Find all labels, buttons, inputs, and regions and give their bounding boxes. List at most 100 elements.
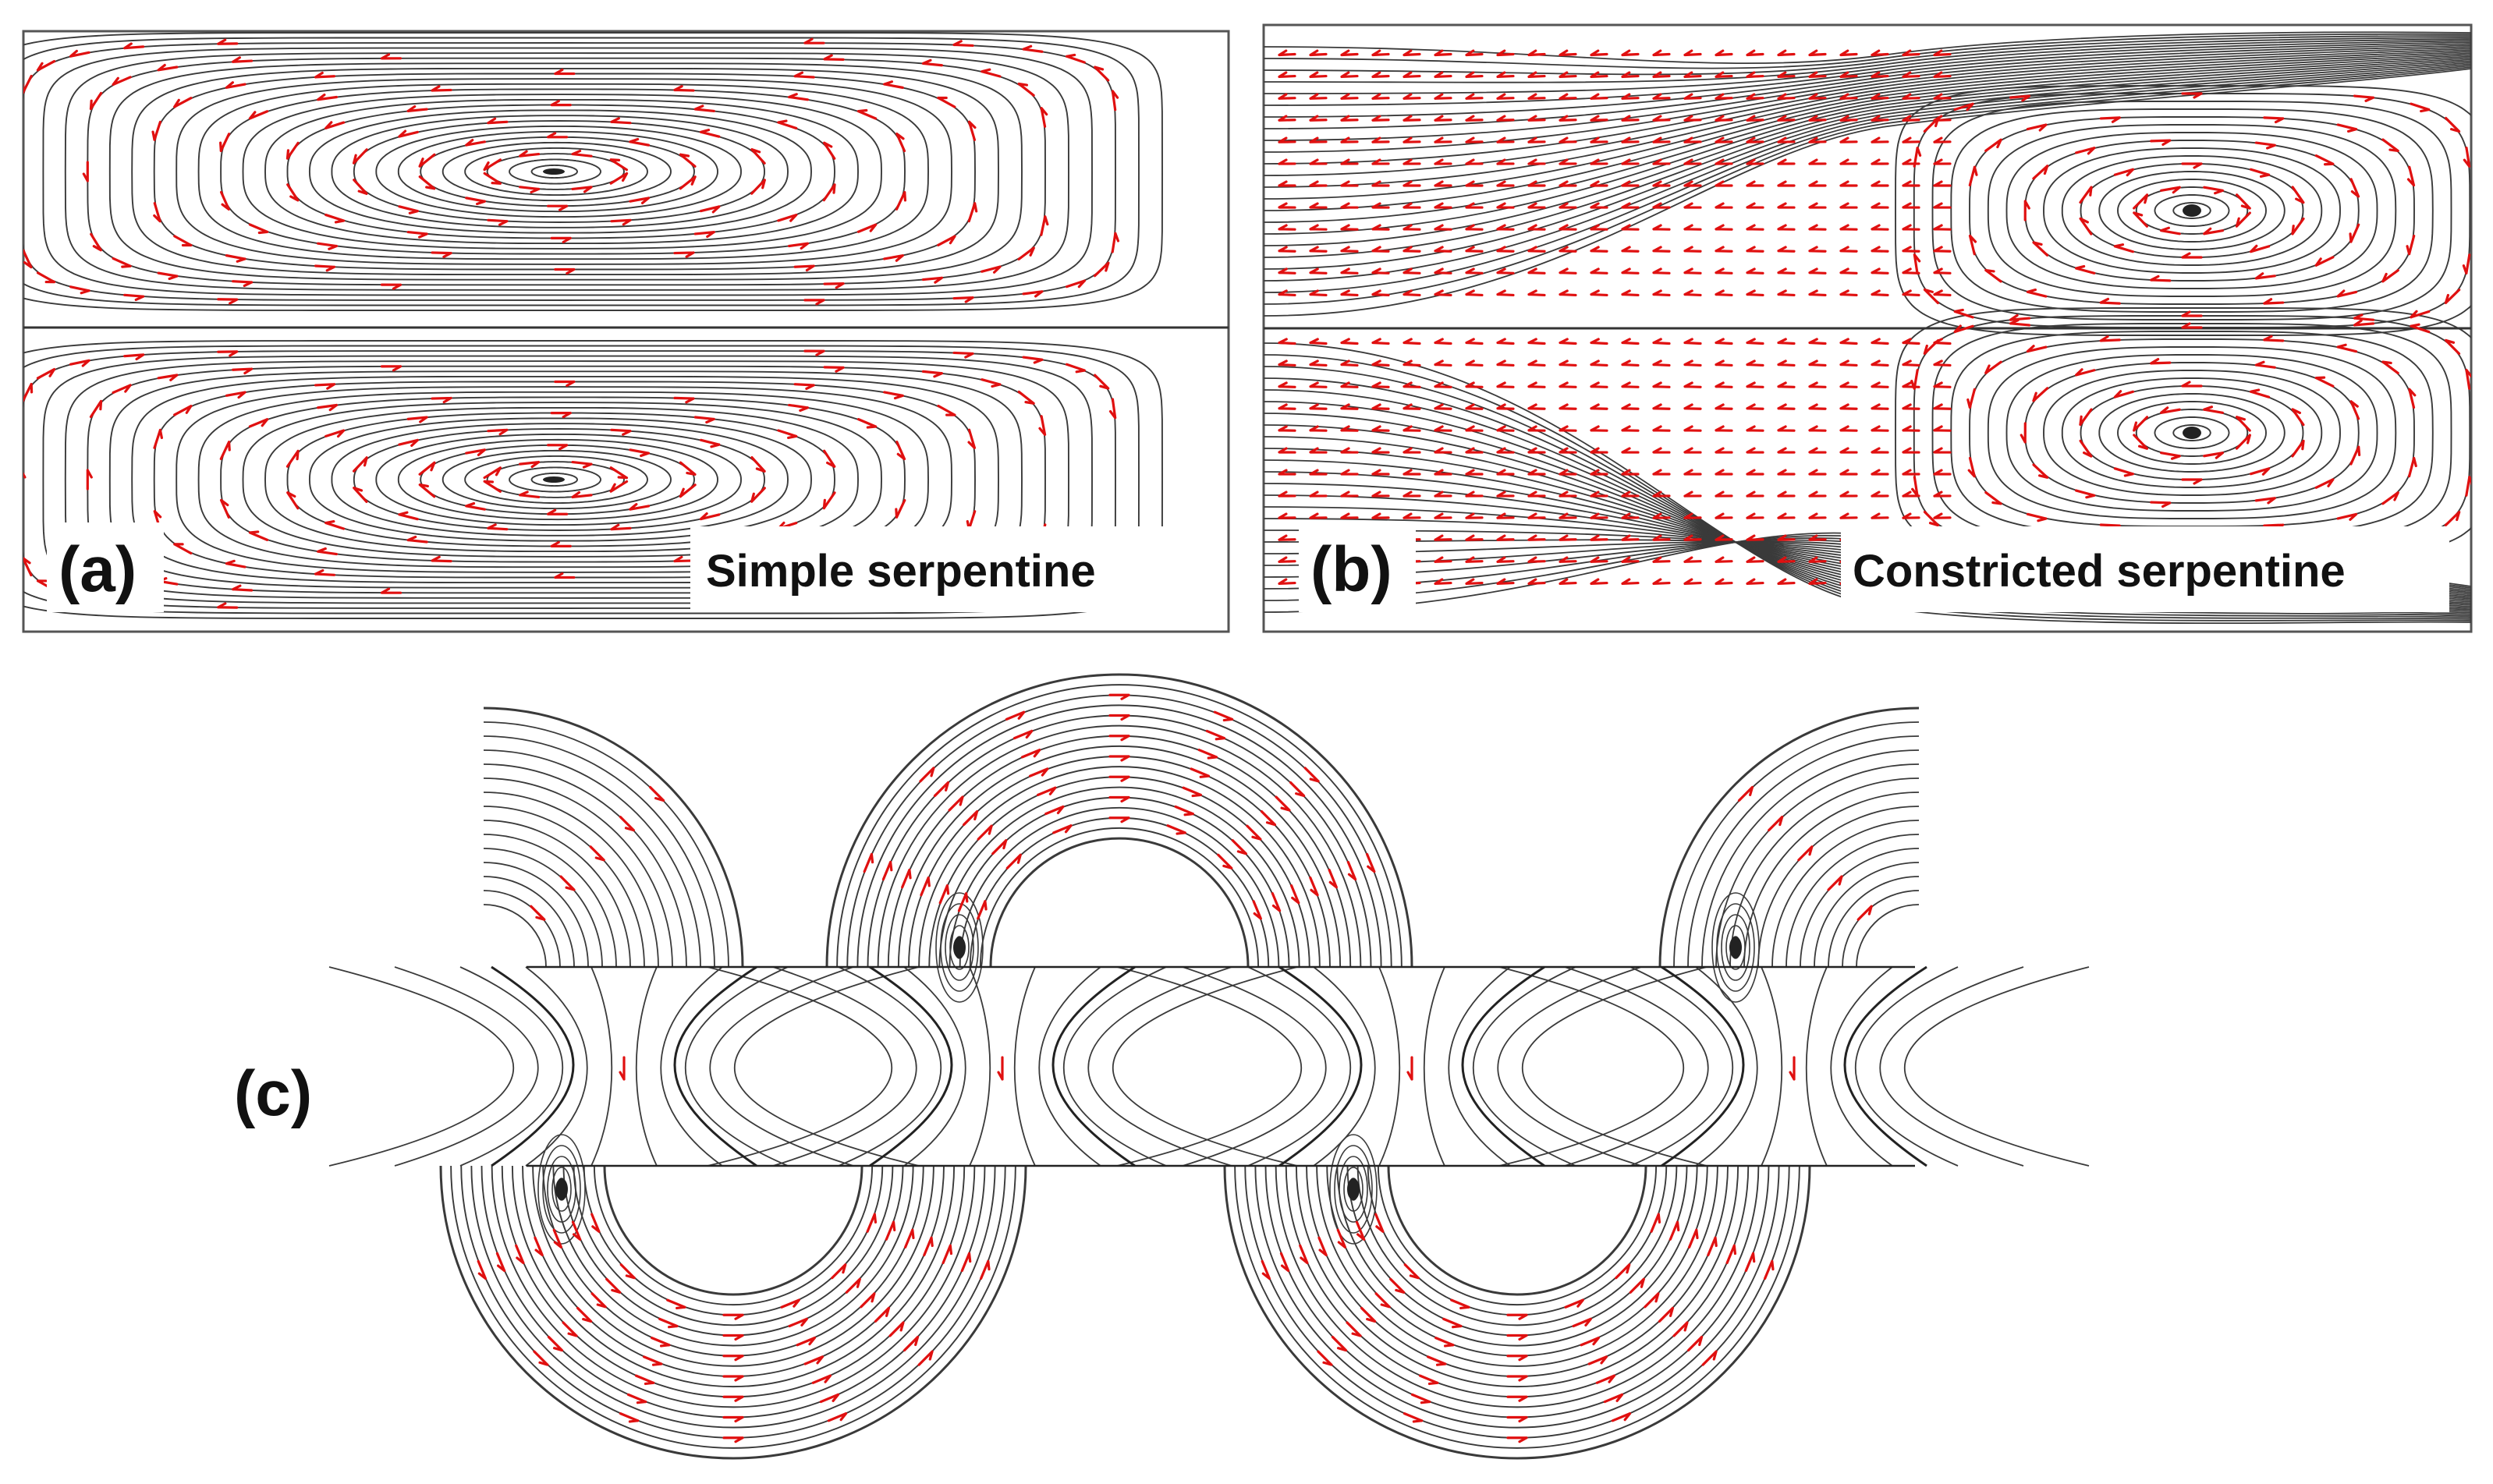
flow-arrow (1278, 469, 1296, 476)
flow-arrow (2314, 256, 2335, 267)
flow-arrow (610, 117, 632, 125)
flow-arrow (1590, 338, 1608, 345)
flow-arrow (1621, 71, 1640, 79)
flow-arrow (1559, 246, 1577, 253)
flow-arrow (1309, 93, 1328, 100)
flow-arrow (1309, 267, 1328, 274)
streamline (509, 466, 601, 493)
flow-arrow (1278, 202, 1296, 209)
flow-arrow (610, 428, 632, 436)
flow-arrow (2009, 94, 2031, 102)
flow-arrow (1621, 93, 1640, 100)
flow-arrow (1933, 136, 1952, 143)
flow-arrow (883, 254, 904, 262)
channel-wall (989, 837, 1250, 968)
flow-arrow (2009, 313, 2031, 321)
flow-arrow (314, 383, 336, 390)
flow-arrow (1506, 1395, 1528, 1402)
flow-arrow (1328, 868, 1338, 889)
panel-b-velocity-arrows (1278, 49, 2471, 586)
flow-arrow (619, 1412, 640, 1423)
flow-arrow (2336, 289, 2358, 298)
streamline (562, 1165, 904, 1337)
flow-arrow (1434, 180, 1452, 187)
flow-arrow (1496, 338, 1515, 345)
flow-arrow (1434, 359, 1452, 367)
flow-arrow (219, 133, 231, 153)
flow-arrow (590, 1213, 601, 1233)
flow-arrow (1371, 180, 1390, 187)
flow-arrow (1465, 338, 1484, 345)
flow-arrow (1371, 267, 1390, 274)
flow-arrow (1017, 246, 1035, 260)
flow-arrow (1496, 158, 1515, 165)
streamline (1275, 1165, 1760, 1408)
flow-arrow (1715, 338, 1733, 345)
flow-arrow (530, 905, 546, 921)
streamline (1264, 38, 2471, 94)
flow-arrow (1309, 359, 1328, 367)
flow-arrow (1527, 136, 1546, 143)
flow-arrow (123, 293, 145, 302)
flow-arrow (777, 119, 798, 130)
flow-arrow (248, 223, 269, 235)
streamline (1013, 966, 1036, 1167)
flow-arrow (648, 785, 665, 802)
flow-arrow (571, 149, 593, 158)
streamline (1377, 1165, 1658, 1305)
flow-arrow (1093, 261, 1110, 278)
flow-arrow (2463, 146, 2471, 168)
flow-arrow (1839, 381, 1858, 388)
flow-arrow (1911, 476, 1919, 498)
flow-arrow (1871, 289, 1889, 297)
streamline (286, 104, 835, 239)
flow-arrow (1683, 381, 1702, 388)
flow-arrow (483, 172, 502, 185)
flow-arrow (1559, 381, 1577, 388)
flow-arrow (1527, 447, 1546, 454)
flow-arrow (1587, 1355, 1608, 1365)
flow-arrow (1856, 905, 1873, 921)
flow-arrow (1715, 246, 1733, 253)
flow-arrow (881, 860, 893, 881)
flow-arrow (1559, 267, 1577, 274)
channel-wall (1278, 965, 1363, 1167)
flow-arrow (1174, 805, 1194, 816)
streamline (483, 777, 673, 968)
streamline (856, 704, 1382, 968)
flow-arrow (324, 121, 346, 129)
flow-arrow (2160, 186, 2181, 194)
flow-arrow (1902, 425, 1920, 432)
flow-arrow (2465, 368, 2471, 390)
flow-arrow (1746, 338, 1764, 345)
flow-arrow (823, 54, 845, 61)
flow-arrow (286, 491, 300, 510)
streamline (459, 966, 564, 1167)
flow-arrow (1371, 381, 1390, 388)
vortex-core (1729, 937, 1742, 958)
flow-arrow (827, 1412, 848, 1422)
flow-arrow (2133, 211, 2149, 228)
flow-arrow (1683, 447, 1702, 454)
flow-arrow (1590, 556, 1608, 563)
flow-arrow (2291, 186, 2305, 204)
flow-arrow (1715, 469, 1733, 476)
flow-arrow (1737, 785, 1754, 802)
flow-arrow (1933, 447, 1952, 454)
streamline (1264, 46, 2471, 153)
flow-arrow (1839, 202, 1858, 209)
flow-arrow (1496, 359, 1515, 367)
flow-arrow (895, 190, 907, 211)
flow-arrow (856, 223, 878, 233)
flow-arrow (1590, 534, 1608, 541)
streamline (483, 735, 715, 968)
streamline (1711, 892, 1760, 1003)
flow-arrow (418, 153, 436, 168)
flow-arrow (1923, 288, 1940, 305)
flow-arrow (1465, 447, 1484, 454)
streamline (887, 735, 1352, 968)
flow-arrow (1406, 1056, 1413, 1081)
flow-arrow (1434, 425, 1452, 432)
panel-a-caption: Simple serpentine (706, 546, 1096, 597)
flow-arrow (1496, 491, 1515, 498)
